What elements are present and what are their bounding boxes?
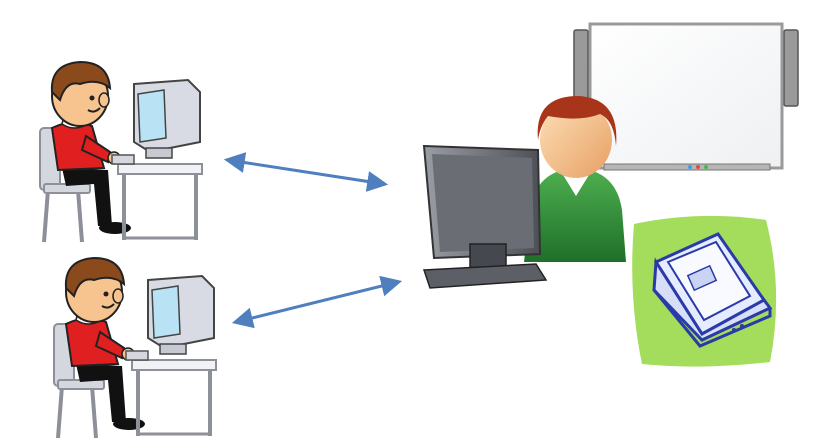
teacher-workstation — [422, 96, 626, 289]
student-workstation-2 — [53, 256, 217, 439]
student-workstation-1 — [39, 60, 203, 243]
interactive-whiteboard — [573, 22, 799, 171]
flatbed-scanner — [632, 215, 777, 367]
arrow-student1-teacher — [223, 152, 389, 192]
arrow-student2-teacher — [231, 275, 403, 329]
